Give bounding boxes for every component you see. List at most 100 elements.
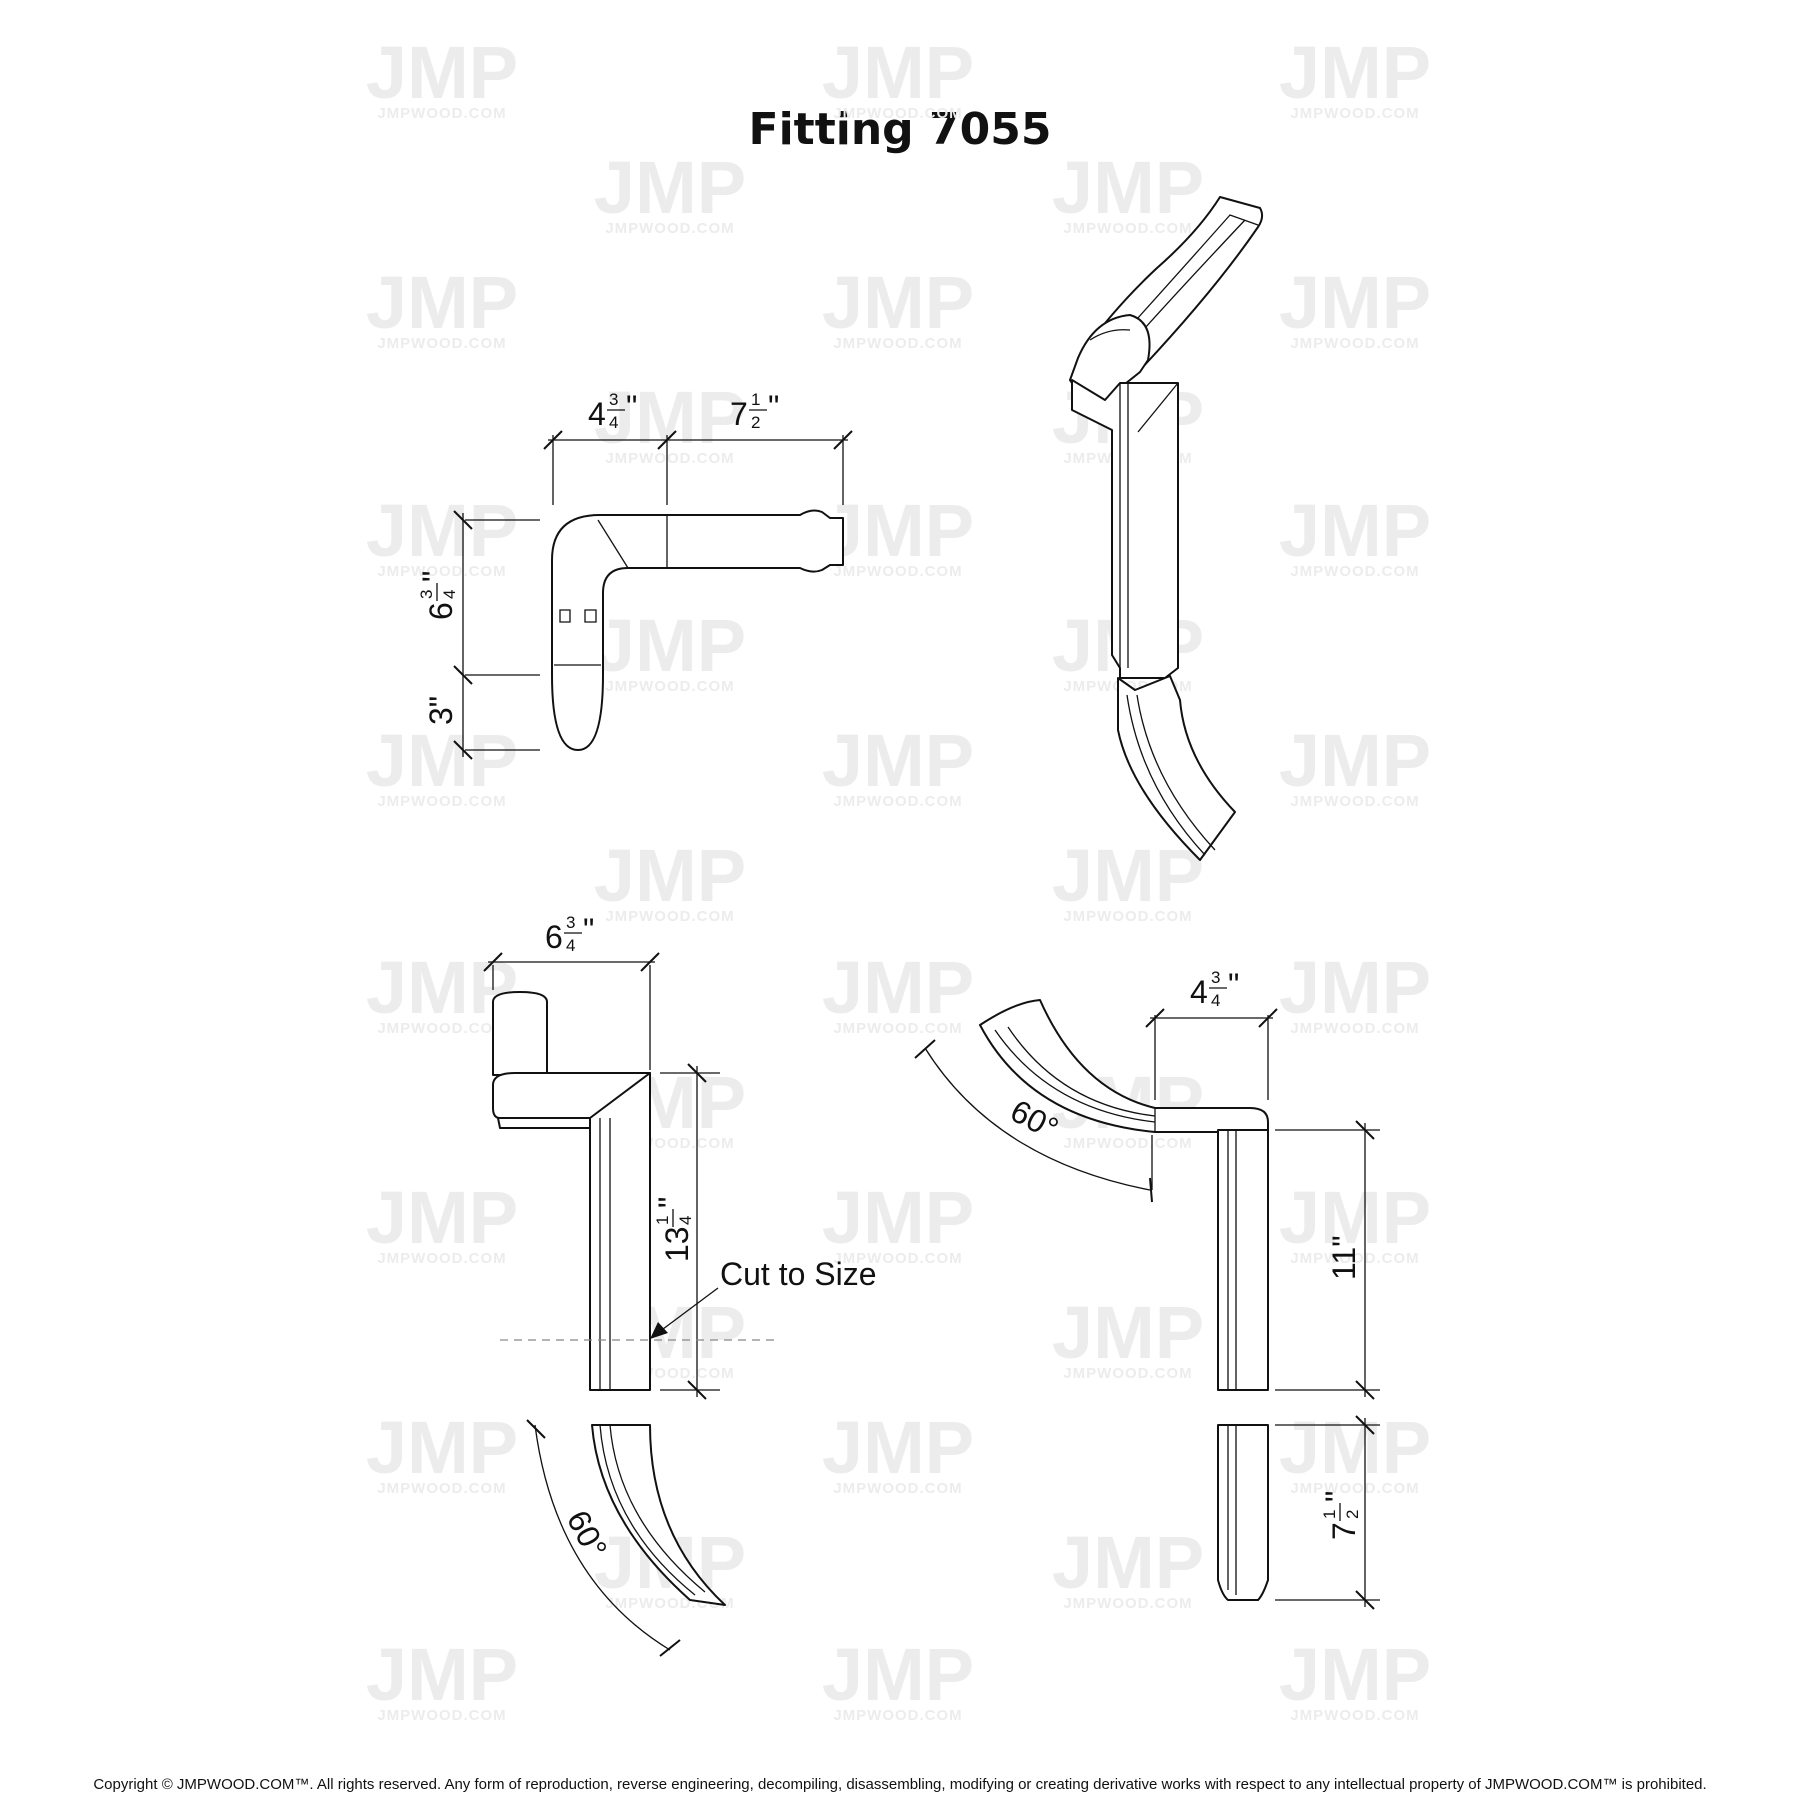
watermark-logo: JMP xyxy=(594,834,746,917)
watermark-site: JMPWOOD.COM xyxy=(1063,1365,1192,1382)
svg-text:": " xyxy=(768,389,779,425)
right-vertical-rail xyxy=(1217,1129,1269,1391)
watermark-site: JMPWOOD.COM xyxy=(1290,1707,1419,1724)
watermark-site: JMPWOOD.COM xyxy=(1063,1595,1192,1612)
dim-top-width-a: 4 xyxy=(588,396,606,432)
watermark-site: JMPWOOD.COM xyxy=(833,1480,962,1497)
page-title: Fitting 7055 xyxy=(748,104,1052,155)
dim-br-width: 4 xyxy=(1190,974,1208,1010)
watermark-site: JMPWOOD.COM xyxy=(1063,1135,1192,1152)
svg-text:": " xyxy=(583,912,594,948)
right-lower-rail xyxy=(1217,1424,1269,1601)
svg-text:1: 1 xyxy=(1320,1510,1339,1519)
watermark-logo: JMP xyxy=(1279,489,1431,572)
post-cap xyxy=(492,991,548,1076)
svg-text:1: 1 xyxy=(751,390,760,409)
watermark-logo: JMP xyxy=(1279,31,1431,114)
watermark-site: JMPWOOD.COM xyxy=(377,105,506,122)
watermark-logo: JMP xyxy=(1052,834,1204,917)
watermark-logo: JMP xyxy=(822,946,974,1029)
watermark-logo: JMP xyxy=(594,146,746,229)
watermark-logo: JMP xyxy=(822,489,974,572)
svg-text:": " xyxy=(626,389,637,425)
watermark-logo: JMP xyxy=(366,1176,518,1259)
dim-top-width-b: 7 xyxy=(730,396,748,432)
svg-text:4: 4 xyxy=(1211,991,1220,1010)
dim-bl-height: 13 xyxy=(659,1226,695,1262)
top-left-view: 4 3 4 " 7 1 2 " 6 3 4 " 3" xyxy=(416,389,853,760)
watermark-logo: JMP xyxy=(822,1406,974,1489)
watermark-site: JMPWOOD.COM xyxy=(1290,1250,1419,1267)
svg-text:": " xyxy=(652,1197,688,1208)
svg-text:4: 4 xyxy=(566,936,575,955)
watermark-logo: JMP xyxy=(1279,719,1431,802)
watermark-site: JMPWOOD.COM xyxy=(833,793,962,810)
watermark-site: JMPWOOD.COM xyxy=(833,1250,962,1267)
watermark-logo: JMP xyxy=(366,489,518,572)
watermark-site: JMPWOOD.COM xyxy=(377,793,506,810)
watermark-site: JMPWOOD.COM xyxy=(605,678,734,695)
watermark-site: JMPWOOD.COM xyxy=(377,563,506,580)
watermark-logo: JMP xyxy=(594,376,746,459)
watermark-logo: JMP xyxy=(594,604,746,687)
watermark-site: JMPWOOD.COM xyxy=(1063,908,1192,925)
cut-to-size-note: Cut to Size xyxy=(720,1256,877,1292)
svg-text:4: 4 xyxy=(676,1216,695,1225)
svg-text:3: 3 xyxy=(417,590,436,599)
watermark-logo: JMP xyxy=(822,1176,974,1259)
watermark-site: JMPWOOD.COM xyxy=(1290,105,1419,122)
svg-text:3: 3 xyxy=(566,913,575,932)
watermark-logo: JMP xyxy=(1052,146,1204,229)
watermark-logo: JMP xyxy=(822,1633,974,1716)
dim-bl-width: 6 xyxy=(545,919,563,955)
watermark-site: JMPWOOD.COM xyxy=(1290,1480,1419,1497)
watermark-site: JMPWOOD.COM xyxy=(377,1480,506,1497)
watermark-site: JMPWOOD.COM xyxy=(1290,793,1419,810)
svg-text:2: 2 xyxy=(1343,1510,1362,1519)
watermark-logo: JMP xyxy=(366,261,518,344)
vertical-rail xyxy=(589,1072,651,1391)
svg-text:": " xyxy=(1319,1491,1355,1502)
watermark-site: JMPWOOD.COM xyxy=(377,335,506,352)
watermark-site: JMPWOOD.COM xyxy=(605,450,734,467)
svg-text:": " xyxy=(416,571,452,582)
lower-curve-60 xyxy=(591,1424,726,1606)
watermark-site: JMPWOOD.COM xyxy=(1290,563,1419,580)
watermark-logo: JMP xyxy=(1279,1176,1431,1259)
svg-text:3: 3 xyxy=(609,390,618,409)
watermark-logo: JMP xyxy=(822,31,974,114)
watermark-site: JMPWOOD.COM xyxy=(833,105,962,122)
watermark-site: JMPWOOD.COM xyxy=(833,1020,962,1037)
svg-text:": " xyxy=(1228,967,1239,1003)
watermark-logo: JMP xyxy=(1052,1521,1204,1604)
svg-text:4: 4 xyxy=(609,413,618,432)
dim-br-height-a: 11" xyxy=(1326,1235,1362,1280)
top-left-fitting xyxy=(551,509,844,751)
watermark-site: JMPWOOD.COM xyxy=(377,1707,506,1724)
watermark-site: JMPWOOD.COM xyxy=(377,1250,506,1267)
copyright-notice: Copyright © JMPWOOD.COM™. All rights res… xyxy=(93,1776,1707,1793)
watermark-site: JMPWOOD.COM xyxy=(377,1020,506,1037)
watermark-site: JMPWOOD.COM xyxy=(605,908,734,925)
watermark-site: JMPWOOD.COM xyxy=(1290,1020,1419,1037)
vertical-section xyxy=(1071,379,1179,679)
watermark-logo: JMP xyxy=(366,1633,518,1716)
watermark-site: JMPWOOD.COM xyxy=(833,335,962,352)
top-right-3d-view xyxy=(1069,196,1264,861)
svg-text:3: 3 xyxy=(1211,968,1220,987)
watermark-site: JMPWOOD.COM xyxy=(833,1707,962,1724)
lower-curve-section xyxy=(1117,675,1236,861)
watermark-logo: JMP xyxy=(822,261,974,344)
dim-br-height-b: 7 xyxy=(1326,1522,1362,1540)
dim-top-height-b: 3" xyxy=(423,696,459,725)
svg-text:4: 4 xyxy=(440,590,459,599)
watermark-logo: JMP xyxy=(366,31,518,114)
watermark-logo: JMP xyxy=(1279,261,1431,344)
svg-text:1: 1 xyxy=(653,1216,672,1225)
watermark-logo: JMP xyxy=(1279,1406,1431,1489)
watermark-logo: JMP xyxy=(822,719,974,802)
watermark-logo: JMP xyxy=(366,1406,518,1489)
upper-curve-60 xyxy=(979,999,1269,1133)
